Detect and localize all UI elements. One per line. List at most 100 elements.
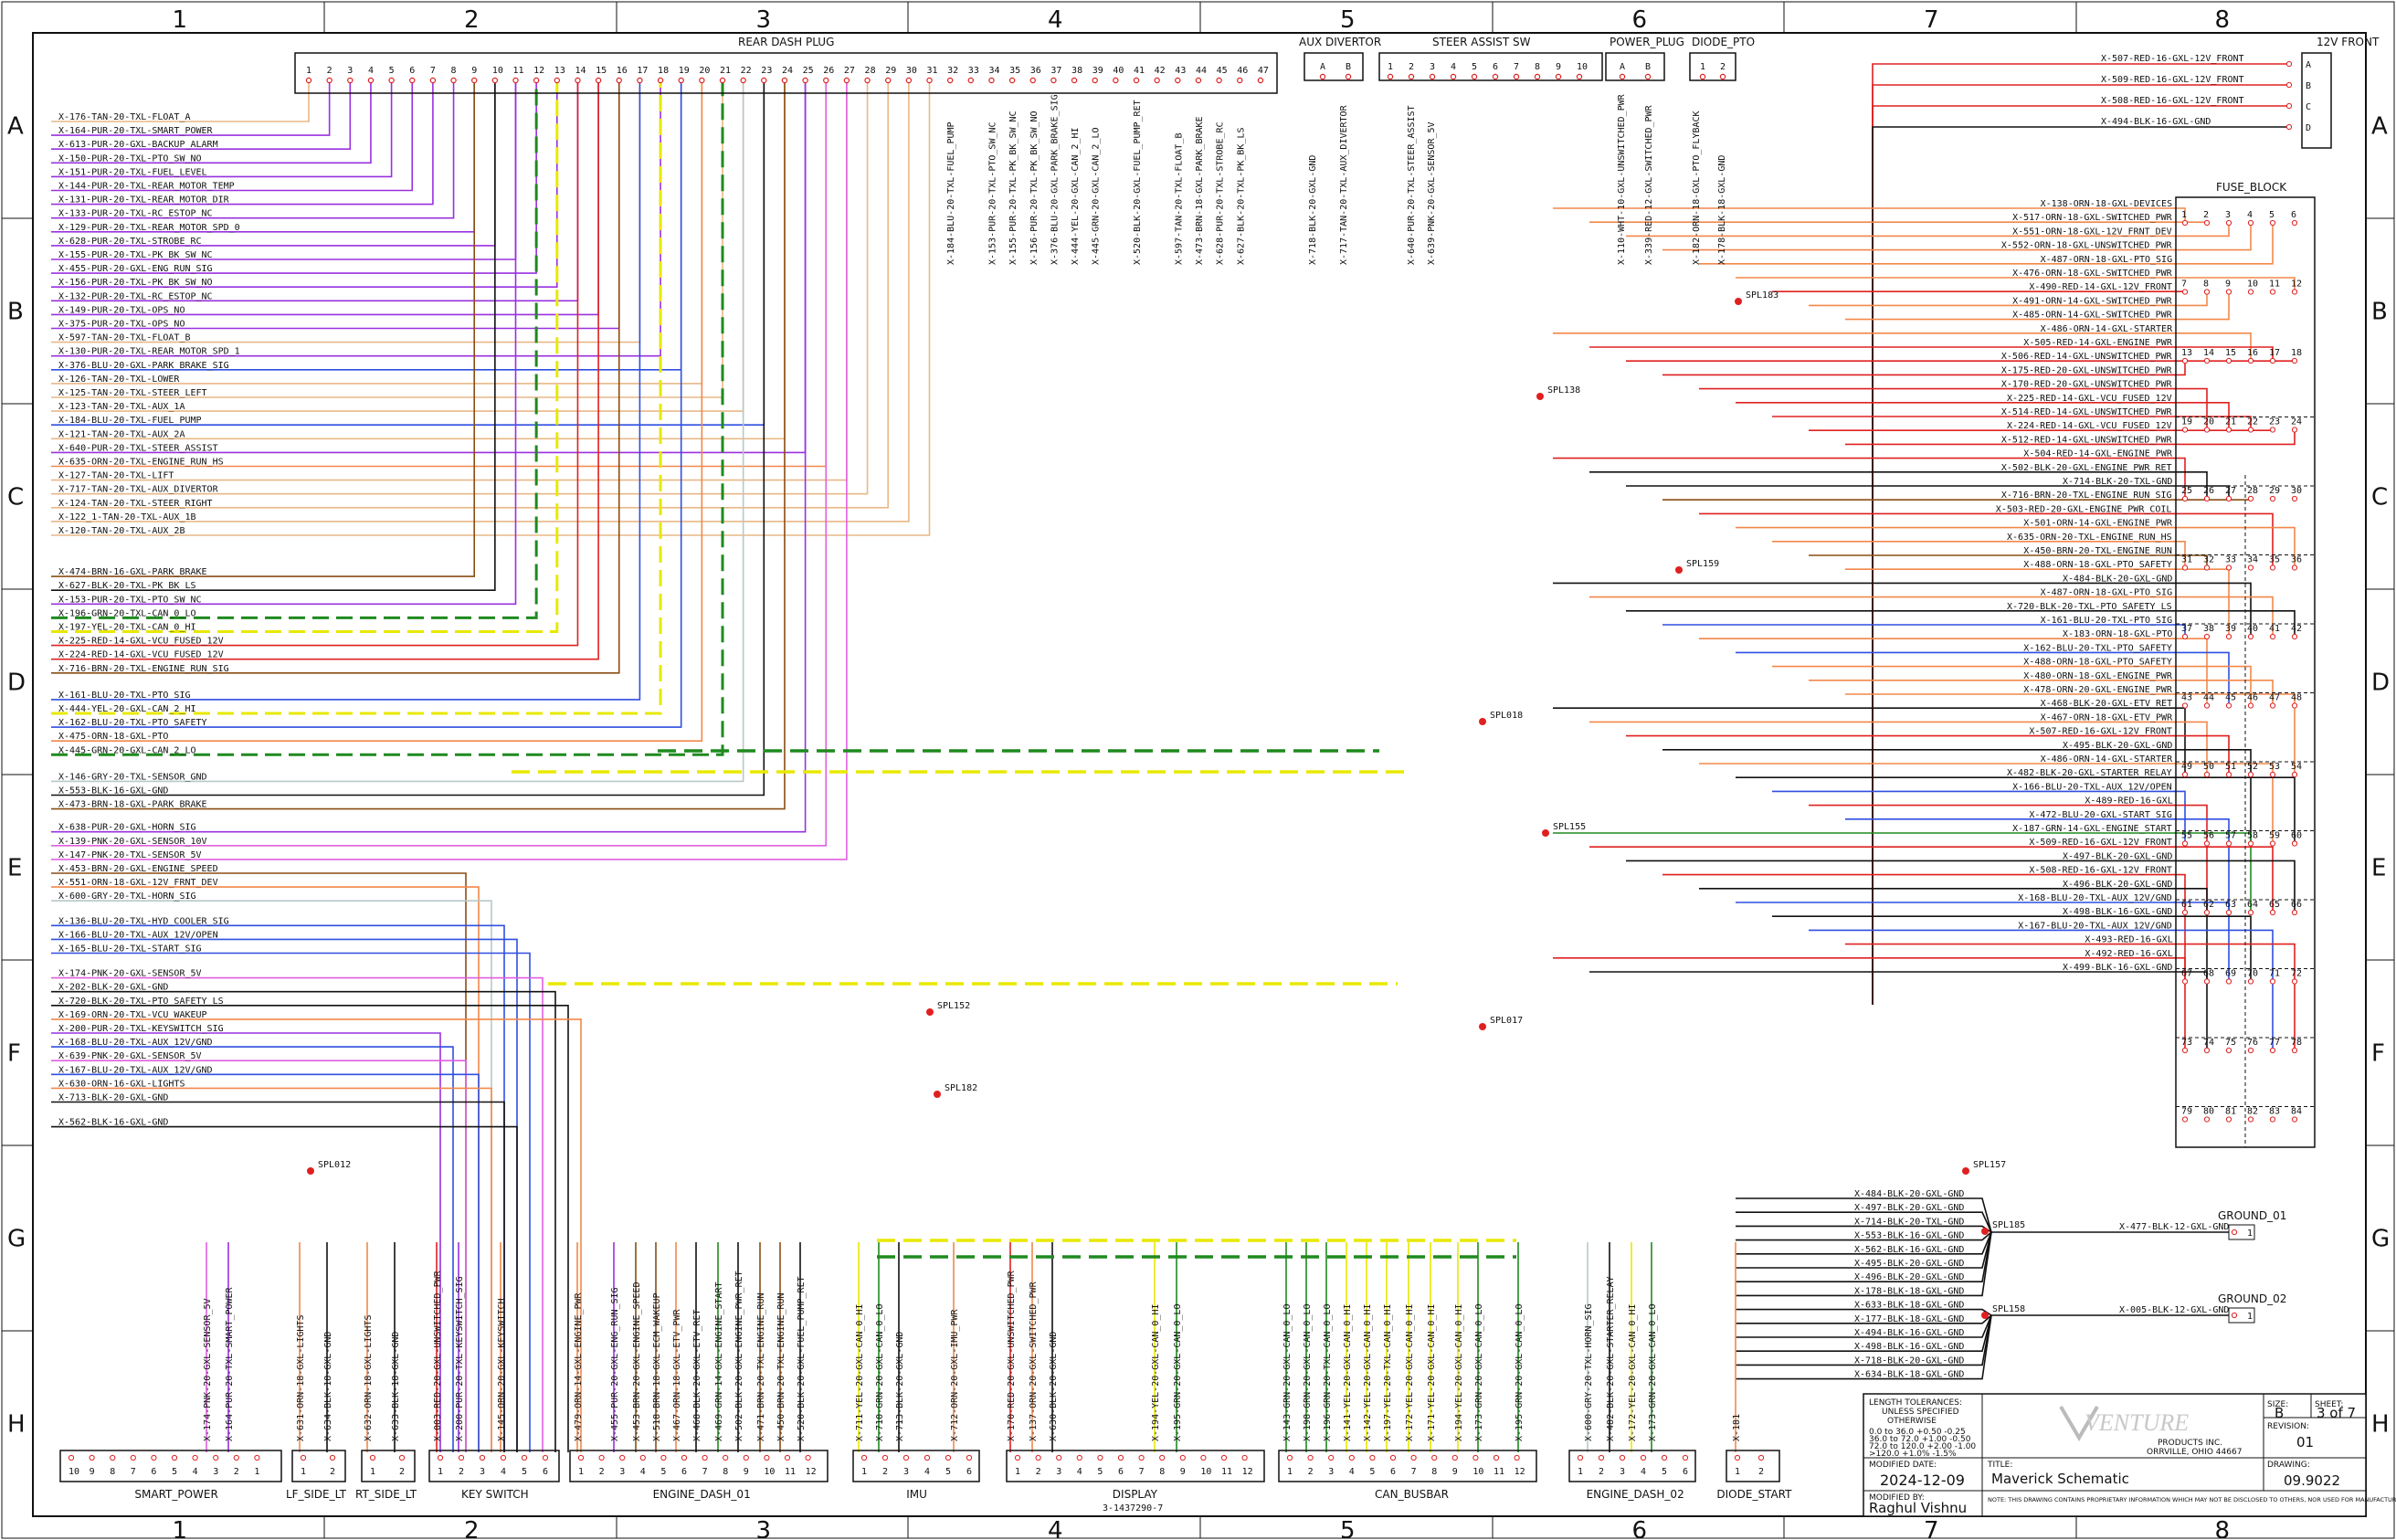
wire: [1845, 293, 2230, 321]
display-pin-number: 12: [1242, 1467, 1253, 1477]
vertical-wire-label: X-200-PUR-20-TXL-KEYSWITCH_SIG: [455, 1276, 465, 1441]
fuse-block-pin-number: 59: [2269, 831, 2280, 841]
grid-row-label: F: [2371, 1040, 2385, 1068]
fuse-block-pin: [2225, 840, 2232, 847]
wire-label: X-162-BLU-20-TXL-PTO_SAFETY: [2023, 643, 2172, 653]
ground-02-pin: [2231, 1312, 2238, 1319]
rear-dash-plug-pin-number: 30: [906, 66, 917, 76]
vertical-wire-label: X-450-BRN-20-TXL-ENGINE_RUN: [776, 1292, 786, 1441]
vertical-wire-label: X-171-YEL-20-GXL-CAN_0_HI: [1427, 1303, 1437, 1441]
fuse-block-pin-number: 24: [2291, 417, 2302, 427]
splice-node: [1479, 718, 1486, 725]
display-pin: [1097, 1454, 1103, 1461]
smart-power-pin: [89, 1454, 95, 1461]
rear-dash-plug-pin-number: 19: [679, 66, 690, 76]
splice-label: SPL157: [1973, 1160, 2006, 1170]
imu-pin-number: 4: [924, 1467, 930, 1477]
wire: [1809, 804, 2208, 914]
aux-divertor-pin-number: A: [1320, 62, 1325, 72]
diode-start-pin: [1757, 1454, 1765, 1461]
rear-dash-plug-pin-number: 24: [782, 66, 793, 76]
wire: [1589, 971, 2208, 1052]
wire: [51, 1060, 467, 1452]
wire: [51, 82, 662, 715]
grid-row-label: C: [7, 484, 24, 512]
can-busbar-pin-number: 7: [1411, 1467, 1417, 1477]
wire: [51, 82, 931, 536]
fuse-block-pin-number: 84: [2291, 1107, 2302, 1117]
wire: [51, 1087, 492, 1452]
revision-label: REVISION:: [2267, 1422, 2309, 1431]
wire-label: X-613-PUR-20-GXL-BACKUP_ALARM: [58, 140, 218, 150]
wire: [51, 82, 889, 509]
front-12v-title: 12V FRONT: [2317, 36, 2380, 48]
rear-dash-plug-pin: [471, 77, 478, 84]
wire: [51, 952, 531, 1452]
wire: [1736, 1231, 1992, 1241]
lf-side-lt-title: LF_SIDE_LT: [286, 1488, 347, 1501]
fuse-block-pin: [2225, 978, 2232, 985]
rear-dash-plug-pin: [616, 77, 622, 84]
fuse-block-pin-number: 77: [2269, 1038, 2280, 1048]
vertical-wire-label: X-520-BLK-20-GXL-FUEL_PUMP_RET: [797, 1276, 807, 1441]
wire: [1736, 1314, 1992, 1324]
fuse-block-pin: [2225, 1116, 2232, 1123]
wire: [51, 82, 393, 178]
display-subtitle: 3-1437290-7: [1103, 1503, 1163, 1514]
fuse-block-pin-number: 35: [2269, 555, 2280, 565]
ground-01-pin-number: 1: [2247, 1229, 2253, 1239]
vertical-wire-label: X-444-YEL-20-GXL-CAN_2_HI: [1071, 127, 1081, 265]
fuse-block-pin-number: 67: [2181, 969, 2192, 979]
grid-column-label: 5: [1340, 1517, 1356, 1540]
engine-dash-02-pin: [1661, 1454, 1668, 1461]
wire-label: X-496-BLK-20-GXL-GND: [1854, 1272, 1964, 1282]
fuse-block-pin-number: 28: [2247, 486, 2258, 496]
rear-dash-plug-pin: [781, 77, 788, 84]
fuse-block-pin: [2203, 357, 2211, 364]
vertical-wire-label: X-710-GRN-20-GXL-CAN_0_LO: [875, 1303, 885, 1441]
fuse-block-pin: [2291, 702, 2298, 709]
engine-dash-02-pin: [1640, 1454, 1647, 1461]
vertical-wire-label: X-634-BLK-18-GXL-GND: [323, 1332, 333, 1441]
imu-pin: [945, 1454, 952, 1461]
fuse-block-pin-number: 51: [2225, 762, 2236, 772]
wire-label: X-507-RED-16-GXL-12V_FRONT: [2101, 54, 2244, 64]
power-plug-connector: [1605, 52, 1665, 81]
wire-label: X-170-RED-20-GXL-UNSWITCHED_PWR: [2001, 380, 2173, 390]
engine-dash-01-pin-number: 8: [723, 1467, 728, 1477]
vertical-wire-label: X-453-BRN-20-GXL-ENGINE_SPEED: [632, 1282, 642, 1441]
wire: [1662, 363, 2186, 376]
splice-label: SPL138: [1547, 385, 1580, 396]
fuse-block-pin: [2181, 978, 2189, 985]
wire-label: X-640-PUR-20-TXL-STEER_ASSIST: [58, 443, 218, 453]
fuse-block-title: FUSE_BLOCK: [2216, 181, 2287, 194]
splice-node: [1675, 566, 1683, 574]
wire-label: X-503-RED-20-GXL-ENGINE_PWR_COIL: [1996, 504, 2172, 514]
fuse-block-pin-number: 63: [2225, 900, 2236, 910]
engine-dash-01-pin: [681, 1454, 688, 1461]
vertical-wire-label: X-181: [1732, 1414, 1742, 1441]
fuse-block-pin-number: 17: [2269, 348, 2280, 358]
grid-column-label: 3: [756, 1517, 772, 1540]
wire: [51, 872, 467, 1452]
smart-power-pin-number: 10: [69, 1467, 79, 1477]
fuse-block-pin: [2181, 771, 2189, 778]
rear-dash-plug-pin: [1175, 77, 1181, 84]
wire-label: X-225-RED-14-GXL-VCU_FUSED_12V: [58, 637, 224, 647]
wire: [1553, 832, 2252, 914]
fuse-block-pin-number: 11: [2269, 280, 2280, 290]
steer-assist-pin: [1387, 73, 1394, 80]
grid-column-label: 1: [173, 6, 188, 34]
rear-dash-plug-pin: [554, 77, 561, 84]
fuse-block-pin: [2225, 219, 2232, 227]
vertical-wire-label: X-631-ORN-18-GXL-LIGHTS: [296, 1315, 306, 1441]
wire-label: X-476-ORN-18-GXL-SWITCHED_PWR: [2012, 269, 2173, 279]
rear-dash-plug-pin: [305, 77, 312, 84]
vertical-wire-label: X-170-RED-20-GXL-UNSWITCHED_PWR: [1007, 1270, 1017, 1441]
fuse-block-pin-number: 16: [2247, 348, 2258, 358]
smart-power-pin-number: 9: [90, 1467, 95, 1477]
fuse-block-pin: [2225, 427, 2232, 433]
smart-power-pin: [151, 1454, 157, 1461]
wire-network: [51, 63, 2296, 1452]
vertical-wire-label: X-195-GRN-20-GXL-CAN_0_LO: [1515, 1303, 1525, 1441]
